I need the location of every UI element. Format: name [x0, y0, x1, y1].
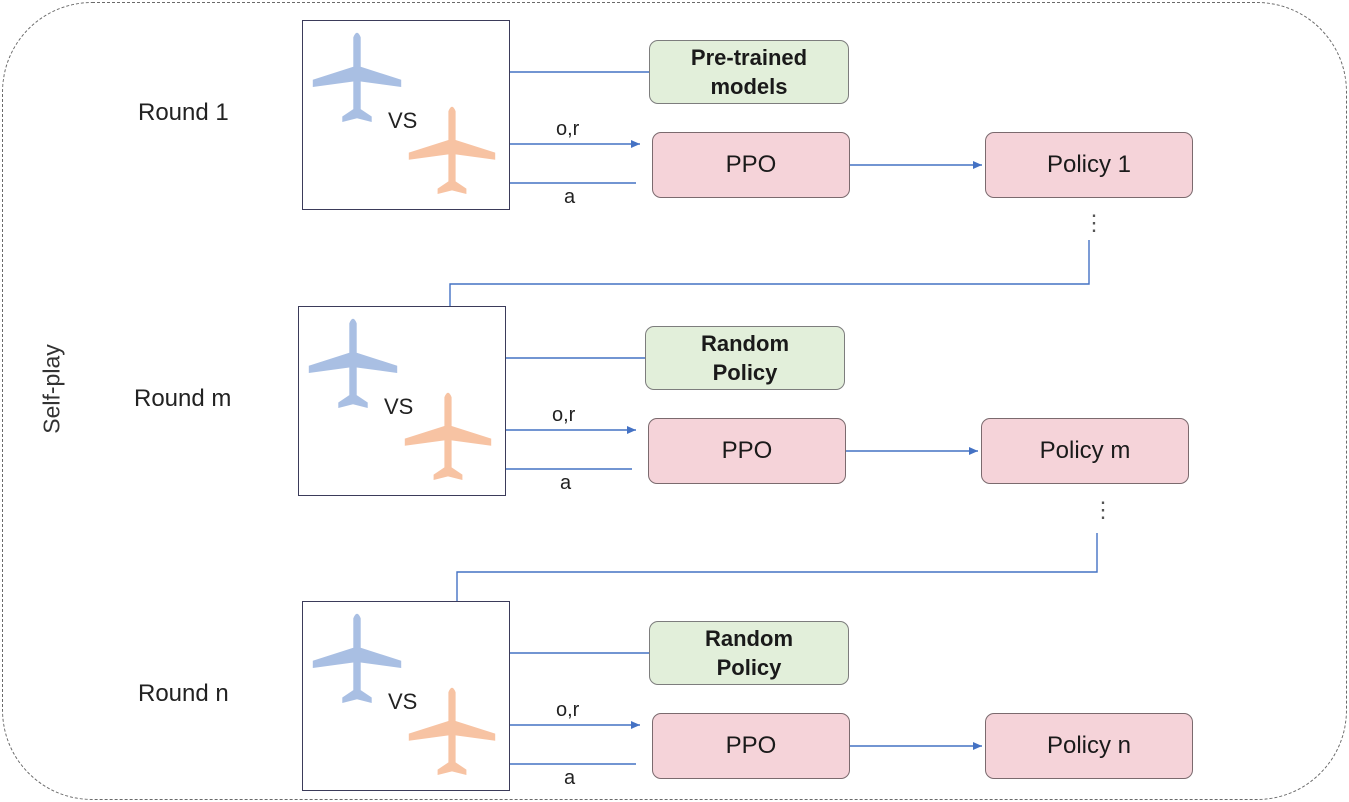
- ellipsis: ⋮: [1083, 210, 1105, 235]
- arena-box: [302, 601, 510, 791]
- round-label: Round 1: [138, 99, 229, 126]
- policy-box: Policy 1: [985, 132, 1193, 198]
- obs-reward-label: o,r: [552, 404, 576, 426]
- opponent-plane-icon: [312, 32, 402, 122]
- arena-box: [302, 20, 510, 210]
- round-label: Round n: [138, 680, 229, 707]
- action-label: a: [564, 186, 576, 208]
- policy-box: Policy m: [981, 418, 1189, 484]
- ellipsis: ⋮: [1092, 497, 1114, 522]
- opponent-source-box: Random Policy: [649, 621, 849, 685]
- vs-label: VS: [388, 689, 418, 714]
- obs-reward-label: o,r: [556, 118, 580, 140]
- policy-box: Policy n: [985, 713, 1193, 779]
- round-label: Round m: [134, 385, 232, 412]
- agent-plane-icon: [408, 687, 496, 775]
- vs-label: VS: [384, 394, 414, 419]
- action-label: a: [564, 767, 576, 789]
- opponent-plane-icon: [312, 613, 402, 703]
- obs-reward-label: o,r: [556, 699, 580, 721]
- arena-box: [298, 306, 506, 496]
- action-label: a: [560, 472, 572, 494]
- ppo-box: PPO: [648, 418, 846, 484]
- ppo-box: PPO: [652, 132, 850, 198]
- opponent-plane-icon: [308, 318, 398, 408]
- opponent-source-box: Random Policy: [645, 326, 845, 390]
- ppo-box: PPO: [652, 713, 850, 779]
- agent-plane-icon: [408, 106, 496, 194]
- agent-plane-icon: [404, 392, 492, 480]
- vs-label: VS: [388, 108, 418, 133]
- opponent-source-box: Pre-trained models: [649, 40, 849, 104]
